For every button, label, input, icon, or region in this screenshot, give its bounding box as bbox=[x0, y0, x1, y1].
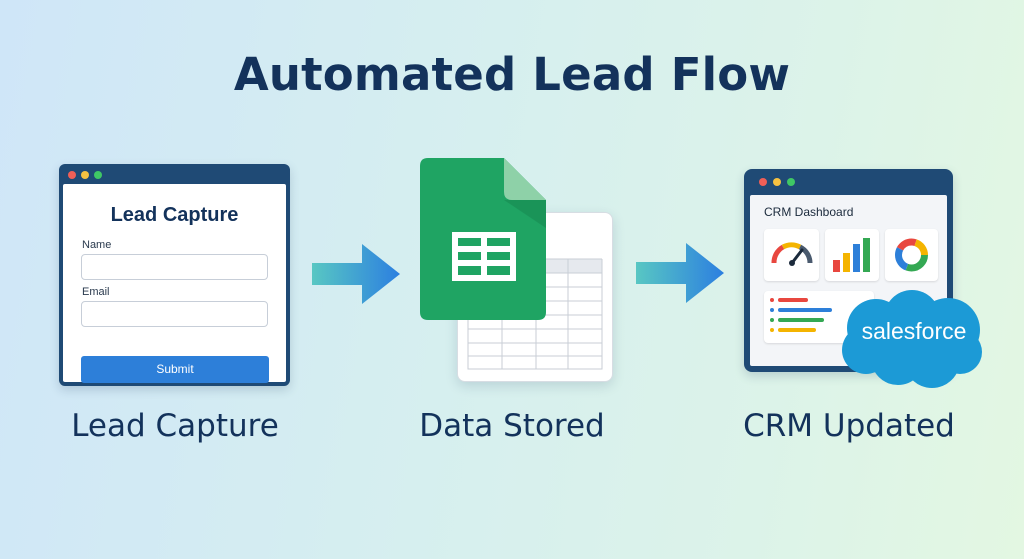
salesforce-wordmark: salesforce bbox=[861, 318, 967, 344]
minimize-dot-icon bbox=[773, 178, 781, 186]
donut-chart-icon bbox=[895, 238, 928, 272]
window-controls bbox=[759, 178, 795, 186]
form-title: Lead Capture bbox=[110, 204, 239, 226]
list-lines-icon bbox=[770, 298, 832, 332]
salesforce-cloud-logo bbox=[842, 290, 982, 388]
name-label: Name bbox=[82, 239, 112, 251]
bar-chart-card bbox=[825, 229, 879, 281]
lead-form: Lead Capture Name Email Submit bbox=[63, 184, 286, 383]
maximize-dot-icon bbox=[94, 171, 102, 179]
maximize-dot-icon bbox=[787, 178, 795, 186]
step-label-lead-capture: Lead Capture bbox=[71, 408, 279, 444]
donut-chart-card bbox=[885, 229, 938, 281]
email-field[interactable] bbox=[81, 301, 268, 327]
arrow-right-icon bbox=[312, 244, 400, 304]
page-title: Automated Lead Flow bbox=[233, 48, 791, 101]
close-dot-icon bbox=[759, 178, 767, 186]
window-controls bbox=[68, 171, 102, 179]
crm-dashboard-title: CRM Dashboard bbox=[764, 205, 854, 219]
submit-button[interactable]: Submit bbox=[81, 356, 269, 383]
arrow-right-icon bbox=[636, 243, 724, 303]
email-label: Email bbox=[82, 286, 110, 298]
gauge-icon bbox=[771, 242, 813, 266]
step-label-crm-updated: CRM Updated bbox=[743, 408, 955, 444]
name-field[interactable] bbox=[81, 254, 268, 280]
minimize-dot-icon bbox=[81, 171, 89, 179]
step-label-data-stored: Data Stored bbox=[419, 408, 605, 444]
close-dot-icon bbox=[68, 171, 76, 179]
google-sheets-icon bbox=[420, 158, 546, 320]
gauge-card bbox=[764, 229, 819, 281]
lead-capture-window: Lead Capture Name Email Submit bbox=[59, 164, 290, 386]
bar-chart-icon bbox=[833, 238, 870, 272]
